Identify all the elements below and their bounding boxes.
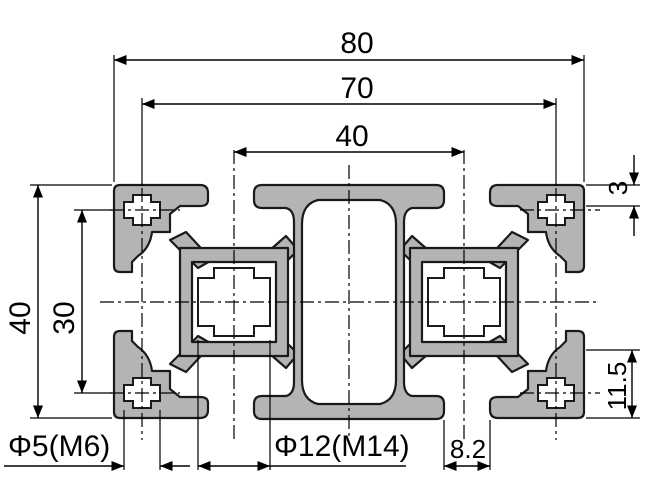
aluminum-profile — [112, 183, 586, 421]
dimension-lines — [4, 54, 640, 472]
dim-overall-width: 80 — [340, 27, 373, 60]
dim-slot-pitch: 70 — [340, 72, 373, 105]
dim-small-bore: Φ5(M6) — [8, 430, 110, 463]
left-cell-frame — [178, 246, 290, 358]
dim-center-bore: Φ12(M14) — [274, 430, 410, 463]
dim-overall-height: 40 — [4, 301, 37, 334]
center-section — [252, 183, 446, 421]
dim-slot-depth: 11.5 — [602, 362, 632, 411]
dim-slot-lip: 3 — [603, 181, 633, 195]
dim-vertical-pitch: 30 — [48, 301, 81, 334]
dimension-labels: 80 70 40 40 30 3 11.5 Φ5(M6) Φ12(M14) 8.… — [4, 27, 633, 464]
dim-slot-width: 8.2 — [450, 434, 486, 464]
dim-center-span: 40 — [335, 120, 368, 153]
right-cell-frame — [408, 246, 520, 358]
center-lines — [100, 150, 600, 440]
